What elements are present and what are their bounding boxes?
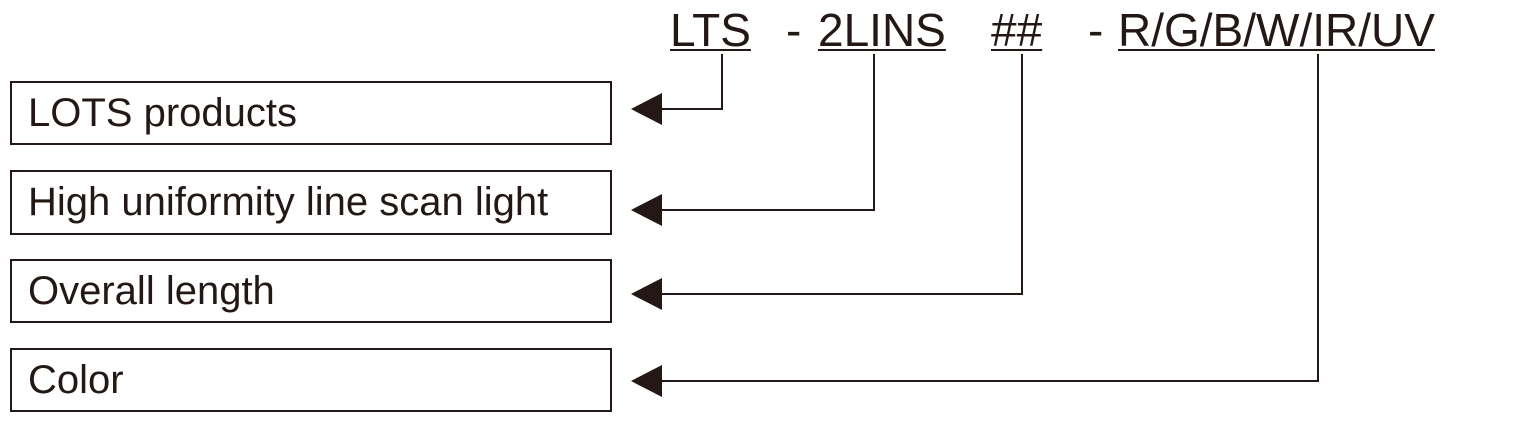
code-prefix: LTS xyxy=(670,4,751,56)
code-separator-1: - xyxy=(786,4,802,56)
arrow-left-icon xyxy=(631,93,662,125)
code-series: 2LINS xyxy=(818,4,946,56)
code-length-placeholder: ## xyxy=(991,4,1043,56)
label-box-lots-products: LOTS products xyxy=(10,81,612,145)
label-text: Color xyxy=(28,357,124,402)
arrow-left-icon xyxy=(631,194,662,226)
label-text: High uniformity line scan light xyxy=(28,180,549,224)
label-box-color: Color xyxy=(10,348,612,412)
arrow-left-icon xyxy=(631,278,662,310)
connector-length xyxy=(660,54,1023,295)
label-text: LOTS products xyxy=(28,90,298,135)
connector-series xyxy=(660,54,875,211)
code-separator-2: - xyxy=(1088,4,1104,56)
label-box-overall-length: Overall length xyxy=(10,259,612,323)
code-color-options: R/G/B/W/IR/UV xyxy=(1118,4,1435,56)
connector-prefix xyxy=(660,54,723,110)
arrow-left-icon xyxy=(631,365,662,397)
label-text: Overall length xyxy=(28,268,275,313)
label-box-line-scan-light: High uniformity line scan light xyxy=(10,170,612,235)
connector-color xyxy=(660,54,1319,382)
